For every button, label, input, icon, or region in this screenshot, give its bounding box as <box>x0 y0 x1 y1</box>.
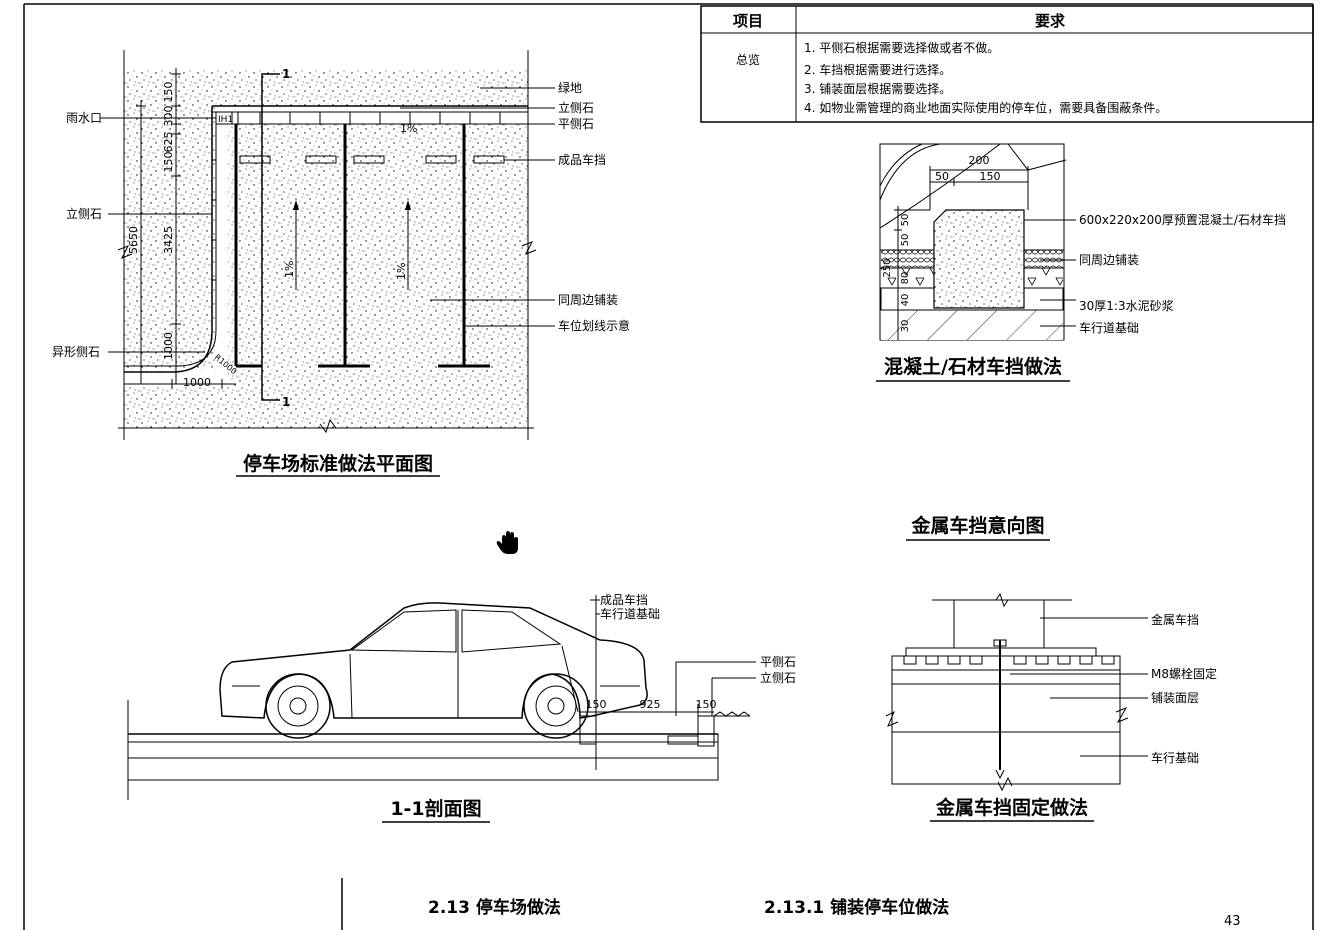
sdim-150b: 150 <box>696 698 717 711</box>
table-row-label: 总览 <box>736 52 760 67</box>
plan-parking-area <box>228 124 528 386</box>
cdim-v80: 80 <box>900 272 911 285</box>
plan-section-cut: 1 1 <box>261 67 290 409</box>
cdim-v250: 250 <box>882 258 893 277</box>
sdim-925: 925 <box>640 698 661 711</box>
car-elevation <box>219 602 648 739</box>
metal-fix-detail: 金属车挡 M8螺栓固定 铺装面层 车行基础 金属车挡固定做法 <box>885 592 1217 822</box>
dim-150a: 150 <box>162 82 175 103</box>
cdim-v30: 30 <box>900 320 911 333</box>
clabel-stopper: 600x220x200厚预置混凝土/石材车挡 <box>1079 212 1286 227</box>
table-header-item: 项目 <box>733 12 763 30</box>
concrete-title: 混凝土/石材车挡做法 <box>884 355 1062 378</box>
mlabel-stopper: 金属车挡 <box>1151 612 1199 627</box>
cdim-200: 200 <box>969 154 990 167</box>
page-number: 43 <box>1224 914 1241 929</box>
concrete-block <box>933 209 1025 309</box>
table-header-requirement: 要求 <box>1035 12 1066 30</box>
slabel-stopper: 成品车挡 <box>600 592 648 607</box>
clabel-paving: 同周边铺装 <box>1079 253 1139 267</box>
clabel-mortar: 30厚1:3水泥砂浆 <box>1079 298 1174 313</box>
metal-intent-title: 金属车挡意向图 <box>910 514 1044 537</box>
table-item-3: 3. 铺装面层根据需要选择。 <box>804 82 951 96</box>
sdim-150a: 150 <box>586 698 607 711</box>
dim-625: 625 <box>162 132 175 153</box>
slabel-standing-curb: 立侧石 <box>760 670 796 685</box>
plan-view: 1% 1% 1% 1 1 IH1 R1000 5650 150 300 625 <box>52 50 630 477</box>
section-title: 1-1剖面图 <box>390 797 481 820</box>
cdim-50: 50 <box>935 170 949 183</box>
plan-left-green <box>124 106 216 370</box>
plan-title: 停车场标准做法平面图 <box>243 452 433 475</box>
label-green: 绿地 <box>558 80 582 95</box>
cdim-v50a: 50 <box>900 214 911 227</box>
clabel-base: 车行道基础 <box>1079 320 1139 335</box>
rain-inlet-tag: IH1 <box>218 115 233 125</box>
section-view: 150 925 150 成品车挡 车行道基础 平侧石 立侧石 1-1剖面图 <box>127 592 796 823</box>
table-item-2: 2. 车挡根据需要进行选择。 <box>804 62 951 77</box>
cdim-v40: 40 <box>900 294 911 307</box>
dim-1000v: 1000 <box>162 332 175 360</box>
label-special-curb: 异形侧石 <box>52 345 100 359</box>
label-paving: 同周边铺装 <box>558 293 618 307</box>
slabel-flat-curb: 平侧石 <box>760 655 796 669</box>
metal-fix-title: 金属车挡固定做法 <box>935 796 1088 819</box>
label-flat-curb: 平侧石 <box>558 117 594 131</box>
plan-dimensions <box>136 68 223 389</box>
label-rain-inlet: 雨水口 <box>66 111 102 125</box>
slope-label-1: 1% <box>283 261 296 278</box>
slope-label-2: 1% <box>395 263 408 280</box>
footer-subsection: 2.13.1 铺装停车位做法 <box>764 897 949 918</box>
metal-intent: 金属车挡意向图 <box>906 514 1050 541</box>
plan-bottom-strip <box>124 386 528 428</box>
mlabel-bolt: M8螺栓固定 <box>1151 666 1217 681</box>
label-stopper: 成品车挡 <box>558 152 606 167</box>
concrete-stopper-detail: 200 50 150 50 50 250 80 40 30 600x220x20… <box>876 143 1286 382</box>
cdim-v50b: 50 <box>900 234 911 247</box>
dim-total: 5650 <box>127 226 140 254</box>
dim-150b: 150 <box>162 152 175 173</box>
label-marking: 车位划线示意 <box>558 318 630 333</box>
spec-table: 项目 要求 总览 1. 平侧石根据需要选择做或者不做。 2. 车挡根据需要进行选… <box>700 5 1314 123</box>
mlabel-base: 车行基础 <box>1151 750 1199 765</box>
slope-label-3: 1% <box>400 122 417 135</box>
label-left-curb: 立侧石 <box>66 206 102 221</box>
cdim-150: 150 <box>980 170 1001 183</box>
table-item-1: 1. 平侧石根据需要选择做或者不做。 <box>804 40 999 55</box>
label-standing-curb: 立侧石 <box>558 100 594 115</box>
sheet-border <box>23 3 1314 930</box>
mlabel-paving: 铺装面层 <box>1151 691 1199 705</box>
dim-3425: 3425 <box>162 226 175 254</box>
section-mark-bottom: 1 <box>282 395 290 409</box>
table-item-4: 4. 如物业需管理的商业地面实际使用的停车位，需要具备围蔽条件。 <box>804 100 1167 115</box>
dim-300: 300 <box>162 106 175 127</box>
slabel-base: 车行道基础 <box>600 606 660 621</box>
dim-1000h: 1000 <box>183 376 211 389</box>
footer: 2.13 停车场做法 2.13.1 铺装停车位做法 43 <box>341 878 1241 930</box>
section-mark-top: 1 <box>282 67 290 81</box>
footer-section: 2.13 停车场做法 <box>428 897 561 918</box>
section-stopper <box>579 715 597 745</box>
hand-cursor-icon <box>496 531 518 554</box>
plan-green-belt <box>124 70 528 106</box>
